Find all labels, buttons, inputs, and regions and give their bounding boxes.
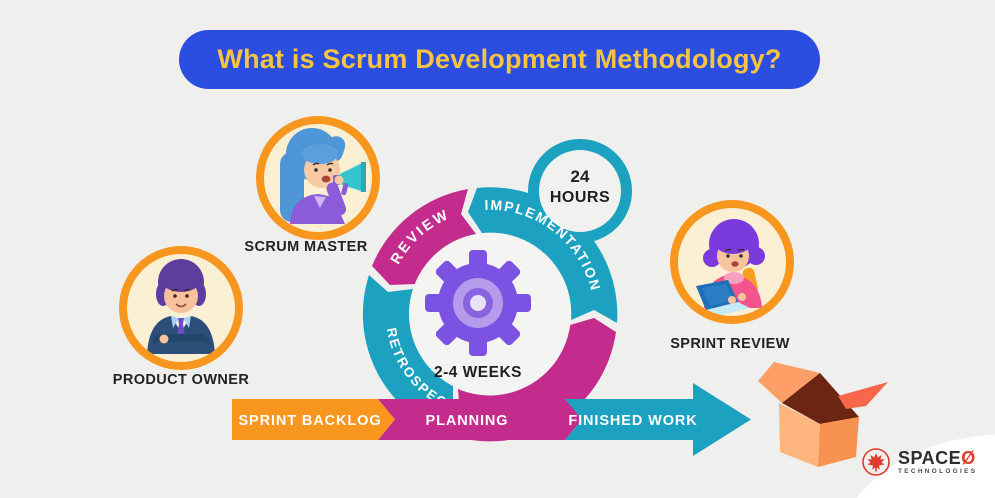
label-scrum-master: SCRUM MASTER (244, 239, 368, 255)
logo-brand-o: Ø (961, 448, 976, 468)
corner-blob (856, 434, 995, 498)
finished-work-box (758, 362, 888, 467)
daily-cycle-value: 24 (571, 167, 590, 186)
segment-implementation (468, 187, 618, 323)
flow-label-planning: PLANNING (426, 413, 509, 429)
flow-finished-work-arrow (565, 383, 751, 456)
product-owner-illustration (147, 259, 215, 354)
label-product-owner: PRODUCT OWNER (112, 372, 250, 388)
flow-band: SPRINT BACKLOG PLANNING FINISHED WORK (232, 383, 751, 456)
flow-sprint-backlog-arrow (232, 399, 395, 440)
avatar-scrum-master (256, 116, 380, 240)
avatar-product-owner (119, 246, 243, 370)
flow-planning-arrow (378, 399, 582, 440)
title-banner: What is Scrum Development Methodology? (179, 30, 820, 89)
sprint-length-label: 2-4 WEEKS (434, 364, 522, 381)
maple-leaf-icon (862, 448, 890, 476)
scrum-master-illustration (280, 128, 366, 224)
gear-icon (425, 250, 531, 356)
sprint-review-illustration (696, 219, 765, 316)
daily-cycle-circle: 24 HOURS (528, 139, 632, 243)
label-sprint-review: SPRINT REVIEW (670, 336, 790, 352)
segment-retrospect (362, 275, 453, 427)
daily-cycle-unit: HOURS (550, 189, 610, 206)
logo-brand-text: SPACE (898, 448, 962, 468)
flow-label-sprint-backlog: SPRINT BACKLOG (238, 413, 381, 429)
logo-subtitle: TECHNOLOGIES (898, 468, 978, 475)
brand-logo: SPACEØ TECHNOLOGIES (861, 447, 977, 477)
page-title: What is Scrum Development Methodology? (217, 44, 782, 74)
avatar-sprint-review (670, 200, 794, 324)
flow-label-finished-work: FINISHED WORK (568, 413, 697, 429)
segment-review (372, 189, 476, 285)
